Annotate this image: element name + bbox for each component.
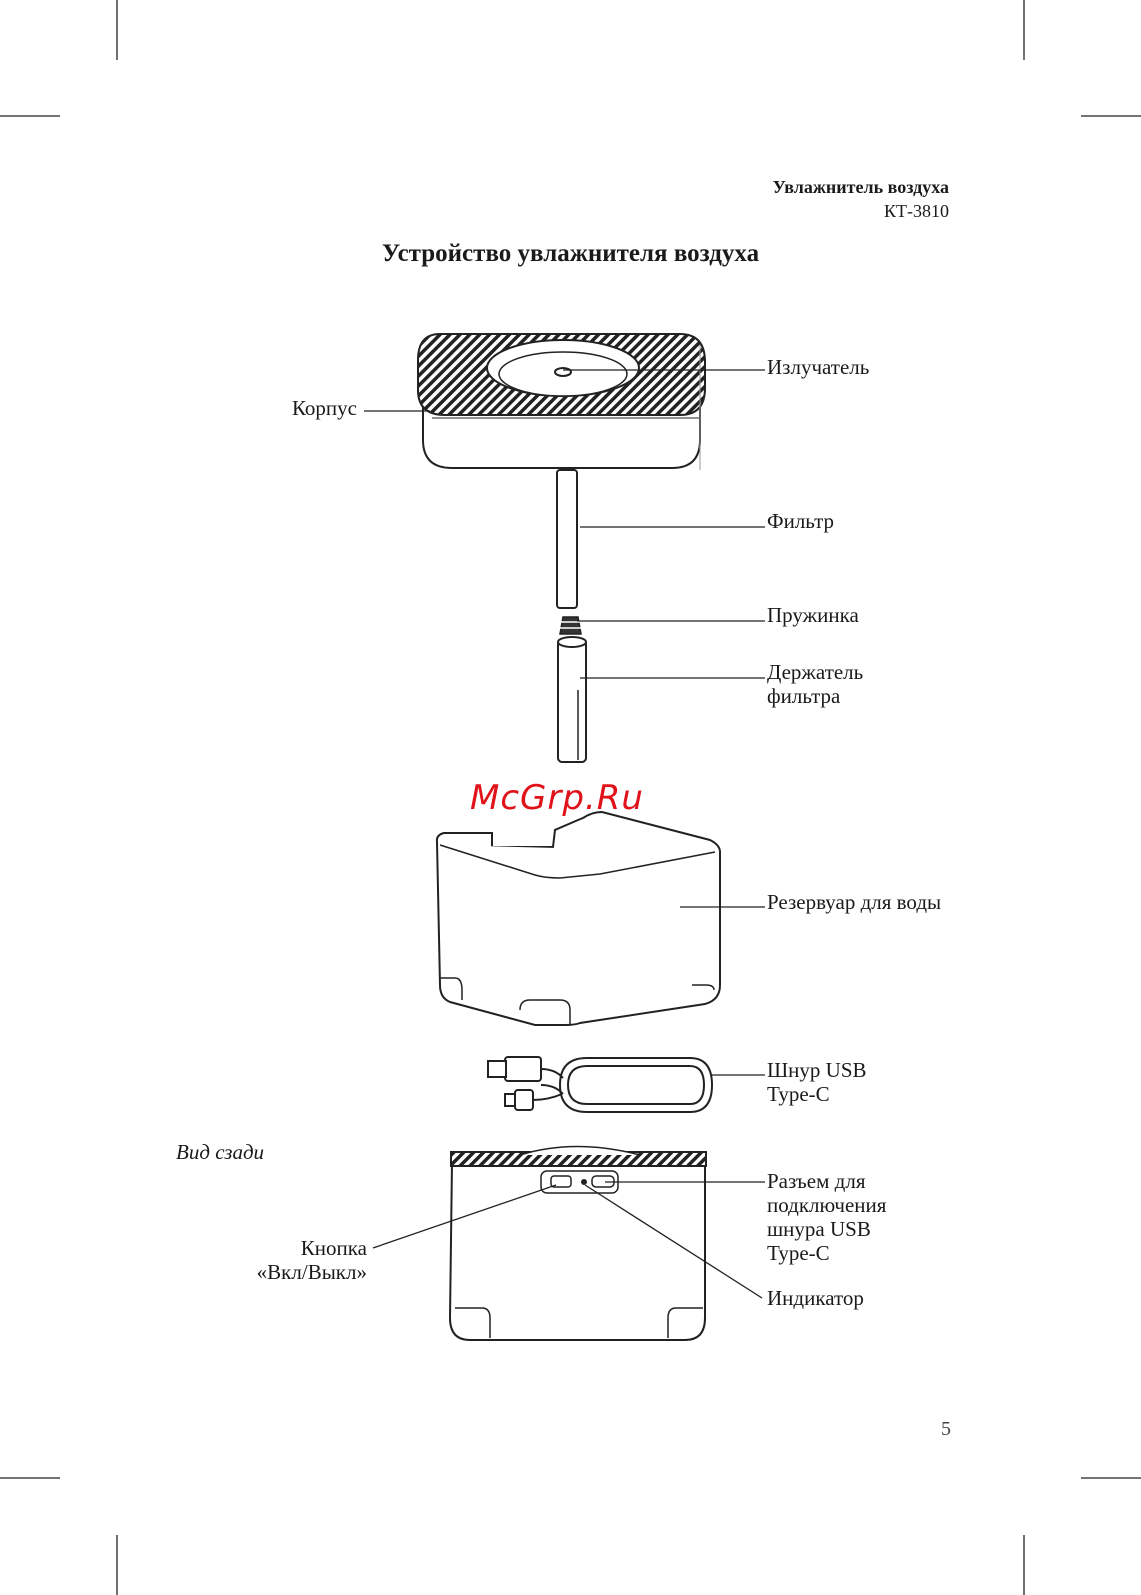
page-number: 5 — [941, 1418, 951, 1441]
label-port-line2: подключения — [767, 1193, 886, 1217]
spring-drawing — [560, 617, 581, 634]
label-cable-line1: Шнур USB — [767, 1058, 867, 1082]
rear-view-drawing — [450, 1147, 706, 1341]
label-holder-line1: Держатель — [767, 660, 863, 684]
label-body: Корпус — [292, 396, 357, 420]
label-filter: Фильтр — [767, 509, 834, 533]
label-emitter: Излучатель — [767, 355, 869, 379]
housing-drawing — [418, 334, 705, 470]
label-holder-line2: фильтра — [767, 684, 840, 708]
filter-holder-drawing — [558, 637, 586, 762]
rear-view-caption: Вид сзади — [176, 1140, 264, 1164]
cable-drawing — [488, 1057, 712, 1112]
tank-drawing — [437, 812, 720, 1025]
label-spring: Пружинка — [767, 603, 859, 627]
label-port-line3: шнура USB — [767, 1217, 871, 1241]
label-port-line4: Type-C — [767, 1241, 830, 1265]
label-port-line1: Разъем для — [767, 1169, 865, 1193]
label-indicator: Индикатор — [767, 1286, 864, 1310]
label-tank: Резервуар для воды — [767, 890, 941, 914]
filter-drawing — [557, 470, 577, 608]
label-cable-line2: Type-C — [767, 1082, 830, 1106]
label-button-line2: «Вкл/Выкл» — [257, 1260, 367, 1284]
watermark: McGrp.Ru — [470, 778, 644, 818]
label-button-line1: Кнопка — [301, 1236, 367, 1260]
